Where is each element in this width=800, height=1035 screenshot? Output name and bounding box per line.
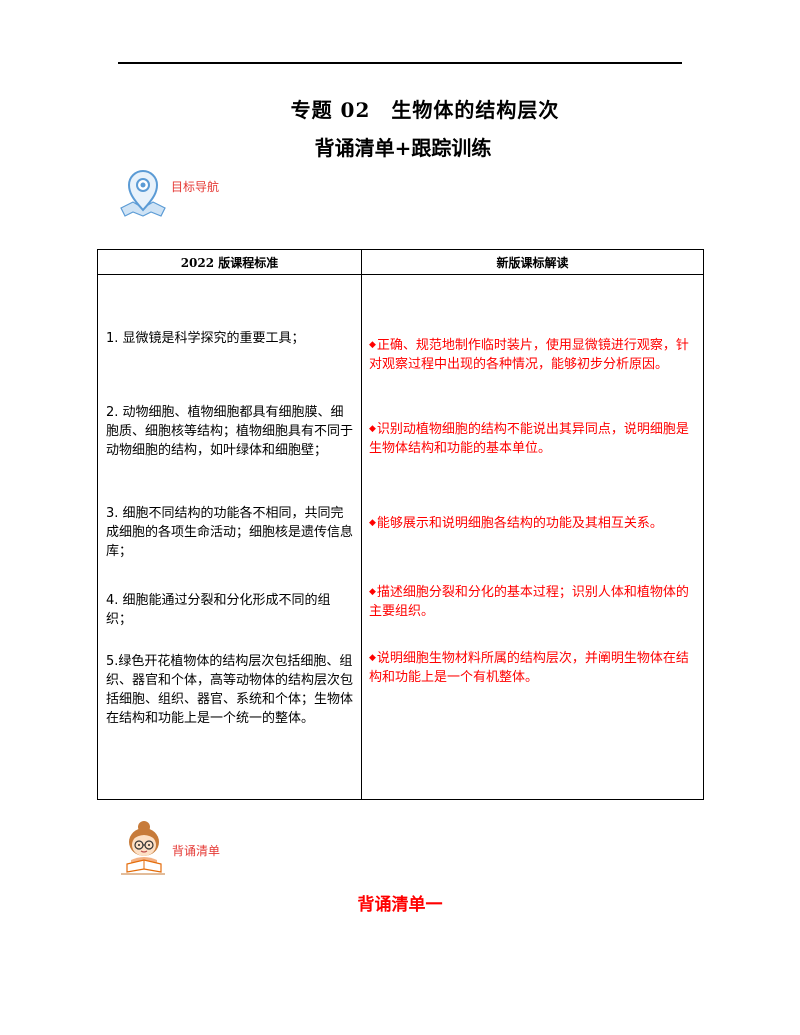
standard-item-5: 5.绿色开花植物体的结构层次包括细胞、组织、器官和个体，高等动物体的结构层次包括… [106, 654, 354, 726]
interpretation-item-4: ◆描述细胞分裂和分化的基本过程；识别人体和植物体的主要组织。 [369, 583, 700, 621]
interpretation-text: 能够展示和说明细胞各结构的功能及其相互关系。 [376, 516, 663, 531]
bullet-diamond: ◆ [369, 653, 376, 663]
standard-item-4: 4. 细胞能通过分裂和分化形成不同的组织； [106, 593, 331, 627]
map-pin-icon [120, 169, 166, 217]
nav-label: 目标导航 [171, 180, 220, 194]
section-title: 背诵清单一 [357, 895, 443, 915]
header-standard: 2022 版课程标准 [97, 249, 362, 275]
standard-item-2: 2. 动物细胞、植物细胞都具有细胞膜、细胞质、细胞核等结构；植物细胞具有不同于动… [106, 405, 354, 458]
interpretation-text: 识别动植物细胞的结构不能说出其异同点，说明细胞是生物体结构和功能的基本单位。 [369, 422, 689, 456]
girl-reading-icon [121, 821, 165, 875]
recite-label: 背诵清单 [172, 844, 221, 858]
bullet-diamond: ◆ [369, 587, 376, 597]
bullet-diamond: ◆ [369, 518, 376, 528]
interpretation-text: 说明细胞生物材料所属的结构层次，并阐明生物体在结构和功能上是一个有机整体。 [369, 651, 689, 685]
header-interpretation: 新版课标解读 [361, 249, 704, 275]
interpretations-cell: ◆正确、规范地制作临时装片，使用显微镜进行观察，针对观察过程中出现的各种情况，能… [361, 274, 704, 800]
bullet-diamond: ◆ [369, 424, 376, 434]
standard-item-3: 3. 细胞不同结构的功能各不相同，共同完成细胞的各项生命活动；细胞核是遗传信息库… [106, 506, 354, 559]
interpretation-text: 正确、规范地制作临时装片，使用显微镜进行观察，针对观察过程中出现的各种情况，能够… [369, 338, 689, 372]
interpretation-text: 描述细胞分裂和分化的基本过程；识别人体和植物体的主要组织。 [369, 585, 689, 619]
bullet-diamond: ◆ [369, 340, 376, 350]
interpretation-item-3: ◆能够展示和说明细胞各结构的功能及其相互关系。 [369, 514, 700, 533]
standards-cell: 1. 显微镜是科学探究的重要工具； 2. 动物细胞、植物细胞都具有细胞膜、细胞质… [97, 274, 362, 800]
page-subtitle: 背诵清单+跟踪训练 [314, 136, 492, 160]
standard-item-1: 1. 显微镜是科学探究的重要工具； [106, 331, 305, 346]
interpretation-item-5: ◆说明细胞生物材料所属的结构层次，并阐明生物体在结构和功能上是一个有机整体。 [369, 649, 700, 687]
page-title: 专题 02 生物体的结构层次 [290, 98, 560, 122]
interpretation-item-2: ◆识别动植物细胞的结构不能说出其异同点，说明细胞是生物体结构和功能的基本单位。 [369, 420, 700, 458]
top-rule [118, 62, 682, 64]
interpretation-item-1: ◆正确、规范地制作临时装片，使用显微镜进行观察，针对观察过程中出现的各种情况，能… [369, 336, 700, 374]
curriculum-table: 2022 版课程标准 新版课标解读 1. 显微镜是科学探究的重要工具； 2. 动… [97, 249, 704, 800]
